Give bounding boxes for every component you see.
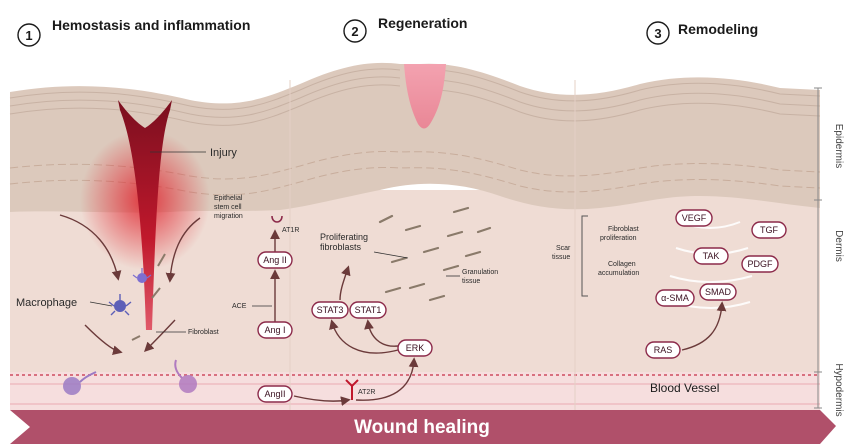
scar-label-line2: tissue (552, 254, 570, 261)
svg-text:VEGF: VEGF (682, 213, 707, 223)
erk-molecule[interactable]: ERK (398, 340, 432, 356)
fibro-prolif-label-line2: proliferation (600, 235, 637, 242)
epithelial-label-line2: stem cell (214, 204, 242, 211)
stat1-molecule[interactable]: STAT1 (350, 302, 386, 318)
asma-molecule[interactable]: α-SMA (656, 290, 694, 306)
ras-molecule[interactable]: RAS (646, 342, 680, 358)
collagen-label-line1: Collagen (608, 261, 636, 268)
svg-text:α-SMA: α-SMA (661, 293, 689, 303)
proliferating-label-line1: Proliferating (320, 232, 368, 242)
proliferating-label-line2: fibroblasts (320, 242, 362, 252)
ace-label: ACE (232, 303, 247, 310)
svg-text:STAT3: STAT3 (317, 305, 344, 315)
angii-molecule[interactable]: AngII (258, 386, 292, 402)
svg-text:TAK: TAK (703, 251, 720, 261)
blood-vessel-label: Blood Vessel (650, 381, 719, 395)
granulation-label-line1: Granulation (462, 269, 498, 276)
stage-header-1: 1 Hemostasis and inflammation (18, 17, 250, 46)
svg-text:Ang I: Ang I (264, 325, 285, 335)
stage-title: Remodeling (678, 21, 758, 37)
at1r-label: AT1R (282, 227, 299, 234)
svg-text:AngII: AngII (264, 389, 285, 399)
smad-molecule[interactable]: SMAD (700, 284, 736, 300)
pdgf-molecule[interactable]: PDGF (742, 256, 778, 272)
collagen-label-line2: accumulation (598, 270, 639, 277)
layer-labels: Epidermis Dermis Hypodermis (814, 88, 844, 417)
svg-text:STAT1: STAT1 (355, 305, 382, 315)
ang2-molecule[interactable]: Ang II (258, 252, 292, 268)
scar-label-line1: Scar (556, 245, 571, 252)
injury-label: Injury (210, 147, 237, 159)
svg-text:TGF: TGF (760, 225, 778, 235)
stat3-molecule[interactable]: STAT3 (312, 302, 348, 318)
fibroblast-label: Fibroblast (188, 329, 219, 336)
wound-healing-banner: Wound healing (10, 410, 836, 444)
banner-label: Wound healing (354, 417, 490, 438)
svg-text:ERK: ERK (406, 343, 425, 353)
epithelial-label-line1: Epithelial (214, 195, 243, 202)
svg-text:Ang II: Ang II (263, 255, 287, 265)
stage-number: 3 (654, 26, 661, 41)
stage-title: Regeneration (378, 15, 467, 31)
svg-text:PDGF: PDGF (747, 259, 773, 269)
stage-title: Hemostasis and inflammation (52, 17, 250, 33)
granulation-label-line2: tissue (462, 278, 480, 285)
svg-text:RAS: RAS (654, 345, 673, 355)
tgf-molecule[interactable]: TGF (752, 222, 786, 238)
hypodermis-label: Hypodermis (833, 363, 844, 416)
stage-number: 2 (351, 24, 358, 39)
fibro-prolif-label-line1: Fibroblast (608, 226, 639, 233)
stage-number: 1 (25, 28, 32, 43)
tak-molecule[interactable]: TAK (694, 248, 728, 264)
epithelial-label-line3: migration (214, 213, 243, 220)
stage-header-2: 2 Regeneration (344, 15, 467, 42)
dermis-label: Dermis (833, 230, 844, 262)
stage-header-3: 3 Remodeling (647, 21, 758, 44)
macrophage-label: Macrophage (16, 297, 77, 309)
svg-text:SMAD: SMAD (705, 287, 732, 297)
ang1-molecule[interactable]: Ang I (258, 322, 292, 338)
epidermis-label: Epidermis (833, 124, 844, 168)
vegf-molecule[interactable]: VEGF (676, 210, 712, 226)
at2r-label: AT2R (358, 389, 375, 396)
